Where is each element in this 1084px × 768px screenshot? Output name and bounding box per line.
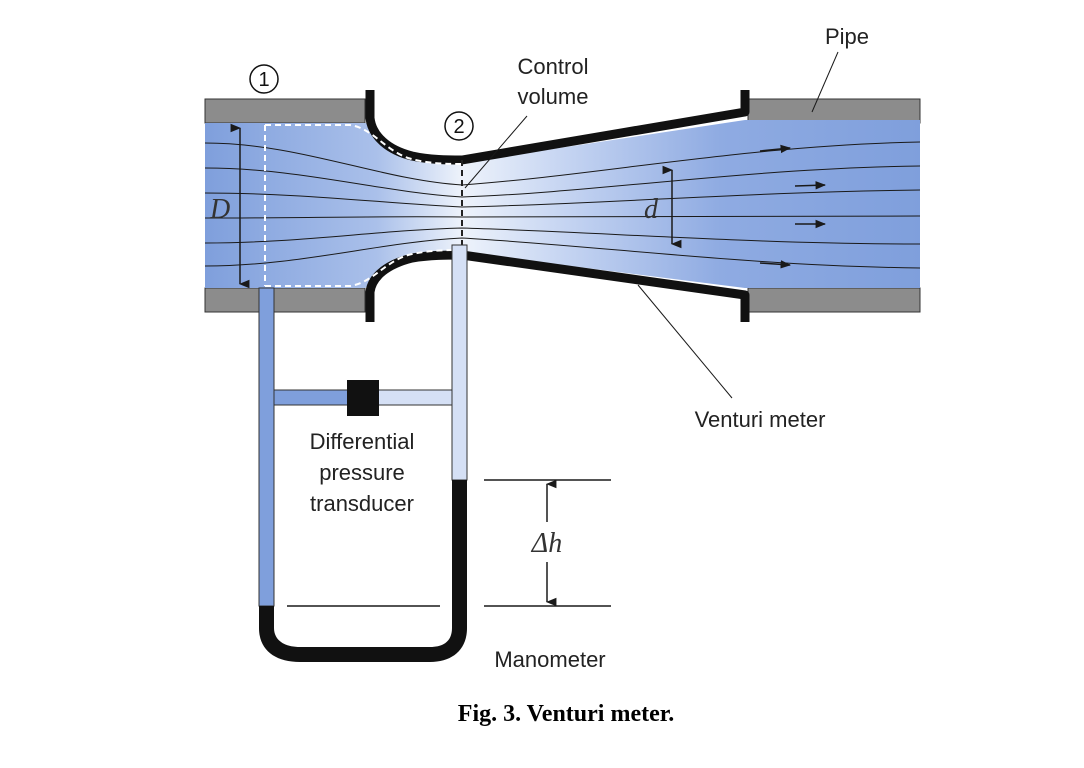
transducer-block [347,380,379,416]
control-volume-leader [464,115,528,189]
figure-caption: Fig. 3. Venturi meter. [458,701,674,727]
transducer-label-line1: Differential [310,429,415,454]
transducer-tube-left [273,389,355,406]
pipe-leader [811,51,839,113]
station-2-label: 2 [453,116,464,138]
control-volume-label-line2: volume [518,84,589,109]
pipe-wall-top-right [747,98,921,124]
diameter-D-label: D [209,194,230,225]
diameter-d-label: d [644,194,659,225]
transducer-label-line3: transducer [310,491,414,516]
station-1-label: 1 [258,69,269,91]
control-volume-boundary [264,124,463,287]
tap-tube-right [451,244,468,481]
station-1-marker [249,64,279,94]
pipe-label: Pipe [825,24,869,49]
tap-tube-left [258,287,275,607]
venturi-wall-top [365,90,750,165]
manometer-right-fill [452,480,467,606]
control-volume-label-line1: Control [518,54,589,79]
pipe-wall-bottom-right [747,287,921,313]
manometer-label: Manometer [494,647,605,672]
delta-h-label: Δh [531,528,562,559]
station-2-marker [444,111,474,141]
flow-arrows [759,144,827,269]
transducer-label-line2: pressure [319,460,405,485]
venturi-meter-leader [637,284,733,399]
pipe-wall-top-left [204,98,366,124]
pipe-wall-bottom-left [204,287,366,313]
manometer-u-bend [259,606,467,662]
venturi-meter-label: Venturi meter [695,407,826,432]
